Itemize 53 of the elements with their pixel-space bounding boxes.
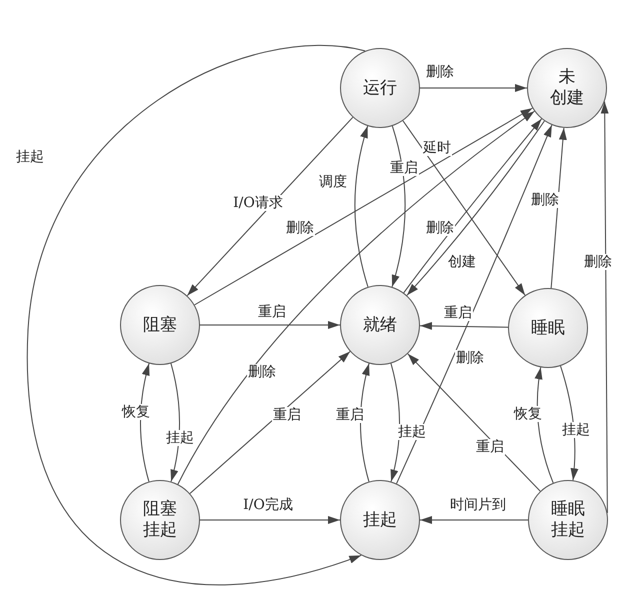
arrow: [420, 84, 528, 92]
arrow: [189, 351, 351, 494]
arrow: [600, 101, 609, 514]
edge-label: 挂起: [561, 422, 591, 438]
state-label: 阻塞: [143, 314, 177, 336]
edge-label: I/O请求: [232, 195, 284, 211]
edge-label: 删除: [425, 64, 455, 80]
edge-label: 删除: [530, 192, 560, 208]
edge-label: 重启: [335, 407, 365, 423]
edge-label: 挂起: [165, 430, 195, 446]
edge-label: 创建: [447, 254, 477, 270]
edge-label: 重启: [272, 407, 302, 423]
edge-label: 延时: [422, 140, 452, 156]
arrow: [420, 516, 528, 524]
arrow: [186, 116, 354, 296]
edge-label: 调度: [318, 174, 348, 190]
edge-label: 恢复: [513, 406, 543, 422]
edge-label: 恢复: [121, 404, 151, 420]
arrow: [420, 322, 508, 330]
arrow: [170, 362, 180, 482]
state-label: 阻塞挂起: [143, 499, 177, 541]
arrow: [396, 124, 552, 484]
edge-label: 删除: [583, 254, 613, 270]
edge-label: 重启: [257, 304, 287, 320]
edge-label: 时间片到: [449, 497, 507, 513]
arrow: [28, 45, 366, 586]
state-label: 运行: [363, 78, 397, 98]
arrow: [194, 108, 533, 306]
edge-label: 删除: [455, 350, 485, 366]
state-label: 就绪: [363, 314, 397, 336]
state-label: 睡眠: [531, 318, 565, 338]
edge-label: 删除: [285, 220, 315, 236]
edge-label: 重启: [475, 439, 505, 455]
state-circle: [527, 48, 607, 128]
edge-label: 重启: [389, 160, 419, 176]
state-label: 睡眠挂起: [551, 499, 585, 541]
arrow: [392, 126, 406, 288]
edge-label: 重启: [443, 305, 473, 321]
arrow: [200, 321, 340, 329]
arrow: [534, 366, 554, 484]
edge-label: I/O完成: [242, 497, 294, 513]
edge-label: 挂起: [15, 149, 45, 165]
edge-label: 挂起: [397, 424, 427, 440]
arrow: [407, 353, 541, 492]
edge-label: 删除: [425, 220, 455, 236]
arrow: [354, 126, 368, 288]
state-circle: [340, 285, 420, 365]
state-label: 未创建: [550, 67, 584, 109]
arrow: [177, 110, 535, 485]
state-label: 挂起: [363, 510, 397, 530]
arrow: [200, 516, 340, 524]
arrow: [550, 127, 567, 289]
edge-label: 删除: [247, 364, 277, 380]
